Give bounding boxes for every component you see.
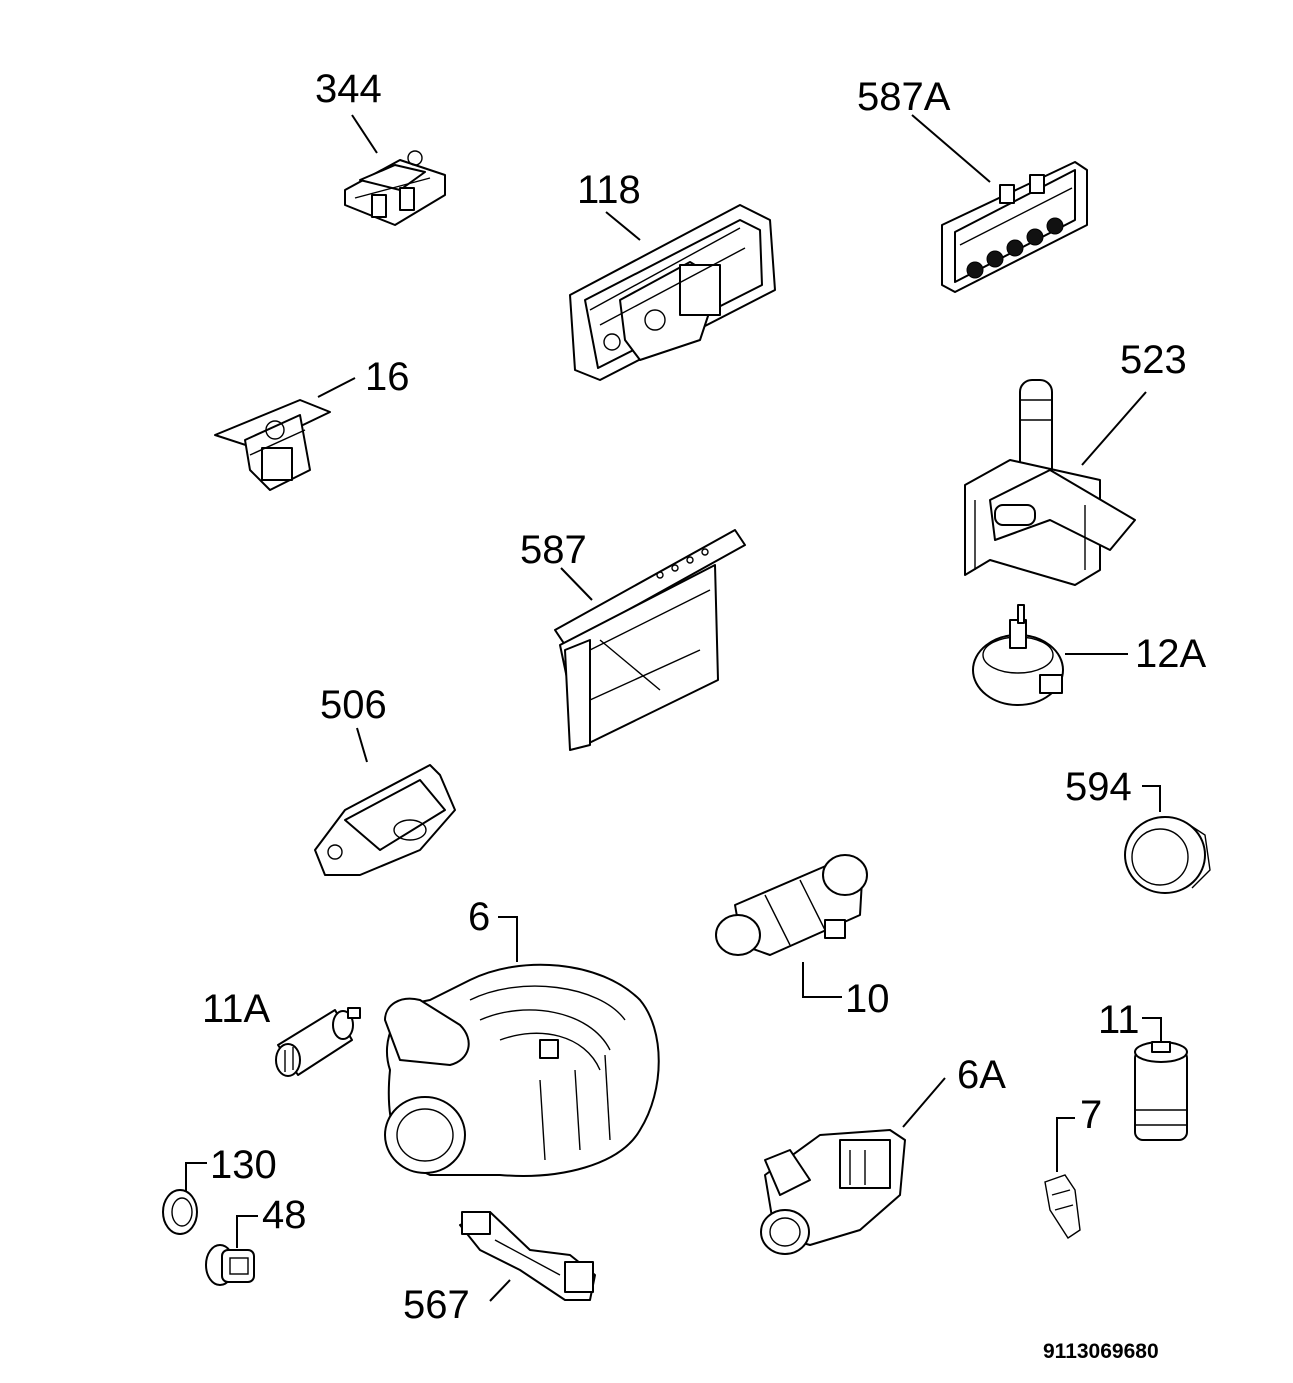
part-48: [205, 1215, 258, 1286]
label-118: 118: [577, 168, 641, 212]
part-6: [384, 916, 660, 1177]
part-594: [1124, 785, 1211, 894]
part-118: [569, 204, 776, 381]
label-344: 344: [315, 67, 382, 111]
part-587A: [911, 114, 1088, 293]
part-12A: [972, 604, 1128, 706]
part-344: [344, 114, 446, 226]
label-506: 506: [320, 683, 387, 727]
label-130: 130: [210, 1143, 277, 1187]
part-10: [715, 854, 868, 998]
part-130: [162, 1162, 207, 1235]
part-6A: [760, 1077, 946, 1255]
part-506: [314, 727, 456, 876]
part-567: [459, 1211, 596, 1302]
part-7: [1044, 1117, 1081, 1239]
label-567: 567: [403, 1283, 470, 1327]
part-11A: [275, 1007, 361, 1077]
label-16: 16: [365, 355, 410, 399]
part-16: [214, 377, 356, 491]
document-number: 9113069680: [1043, 1340, 1159, 1363]
label-587A: 587A: [857, 75, 951, 119]
part-587: [554, 529, 746, 751]
label-587: 587: [520, 528, 587, 572]
label-10: 10: [845, 977, 890, 1021]
label-6A: 6A: [957, 1053, 1006, 1097]
part-11: [1134, 1017, 1188, 1141]
label-7: 7: [1080, 1093, 1102, 1137]
label-11: 11: [1098, 998, 1140, 1042]
label-594: 594: [1065, 765, 1132, 809]
label-11A: 11A: [202, 987, 271, 1031]
label-523: 523: [1120, 338, 1187, 382]
label-48: 48: [262, 1193, 307, 1237]
label-12A: 12A: [1135, 632, 1206, 676]
label-6: 6: [468, 895, 490, 939]
part-523: [964, 379, 1147, 586]
